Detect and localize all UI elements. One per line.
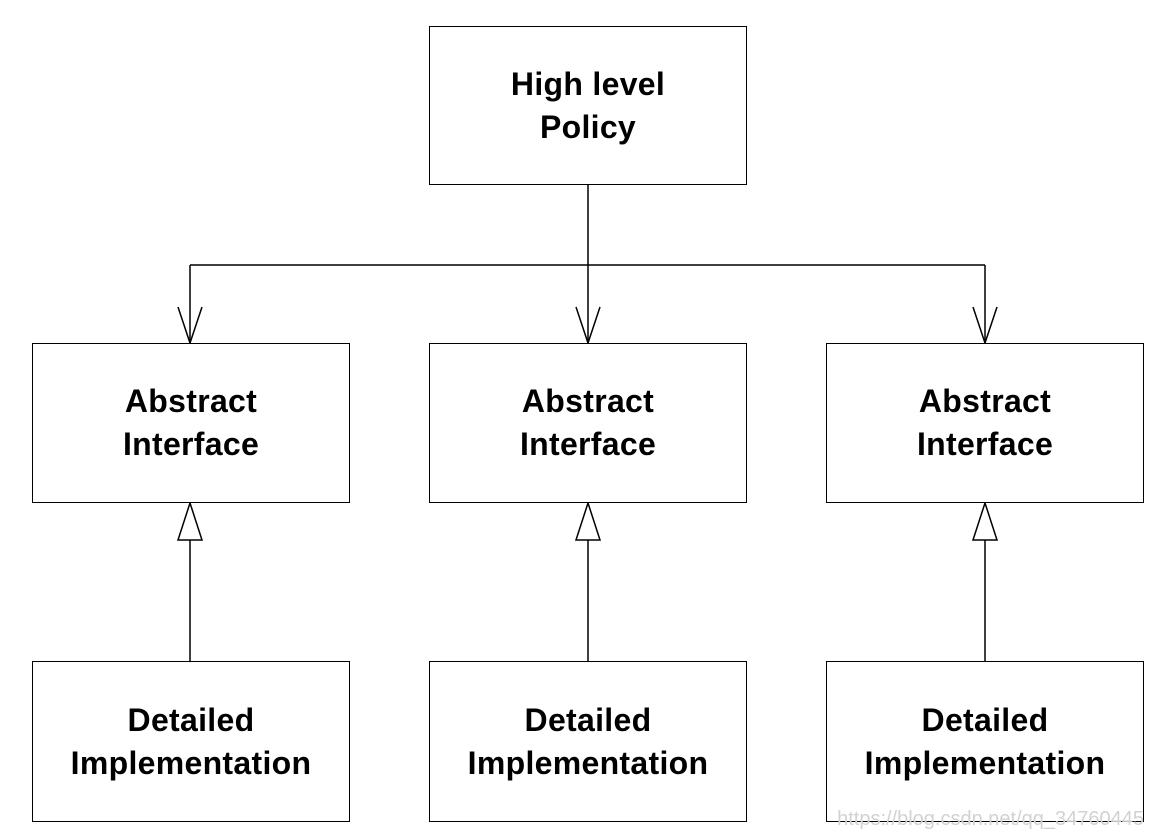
abstract-interface-box-left: Abstract Interface: [32, 343, 350, 503]
source-watermark: https://blog.csdn.net/qq_34760445: [837, 808, 1144, 830]
interface-label-line2: Interface: [122, 426, 260, 462]
realization-triangle-right: [971, 500, 999, 541]
interface-label-line2: Interface: [519, 426, 657, 462]
high-level-policy-box: High level Policy: [429, 26, 747, 185]
interface-label-line1: Abstract: [918, 383, 1052, 419]
detailed-implementation-box-right: Detailed Implementation: [826, 661, 1144, 822]
realization-triangle-center: [574, 500, 602, 541]
interface-label-line1: Abstract: [124, 383, 258, 419]
abstract-interface-box-center: Abstract Interface: [429, 343, 747, 503]
interface-label-line2: Interface: [916, 426, 1054, 462]
implementation-label-line1: Detailed: [524, 701, 652, 738]
implementation-label-line2: Implementation: [70, 744, 312, 781]
detailed-implementation-box-center: Detailed Implementation: [429, 661, 747, 822]
implementation-label-line2: Implementation: [864, 744, 1106, 781]
abstract-interface-box-right: Abstract Interface: [826, 343, 1144, 503]
realization-triangle-left: [176, 500, 204, 541]
policy-label-line2: Policy: [539, 108, 637, 145]
implementation-label-line1: Detailed: [921, 701, 1049, 738]
policy-label-line1: High level: [510, 65, 666, 102]
detailed-implementation-box-left: Detailed Implementation: [32, 661, 350, 822]
implementation-label-line1: Detailed: [127, 701, 255, 738]
interface-label-line1: Abstract: [521, 383, 655, 419]
implementation-label-line2: Implementation: [467, 744, 709, 781]
